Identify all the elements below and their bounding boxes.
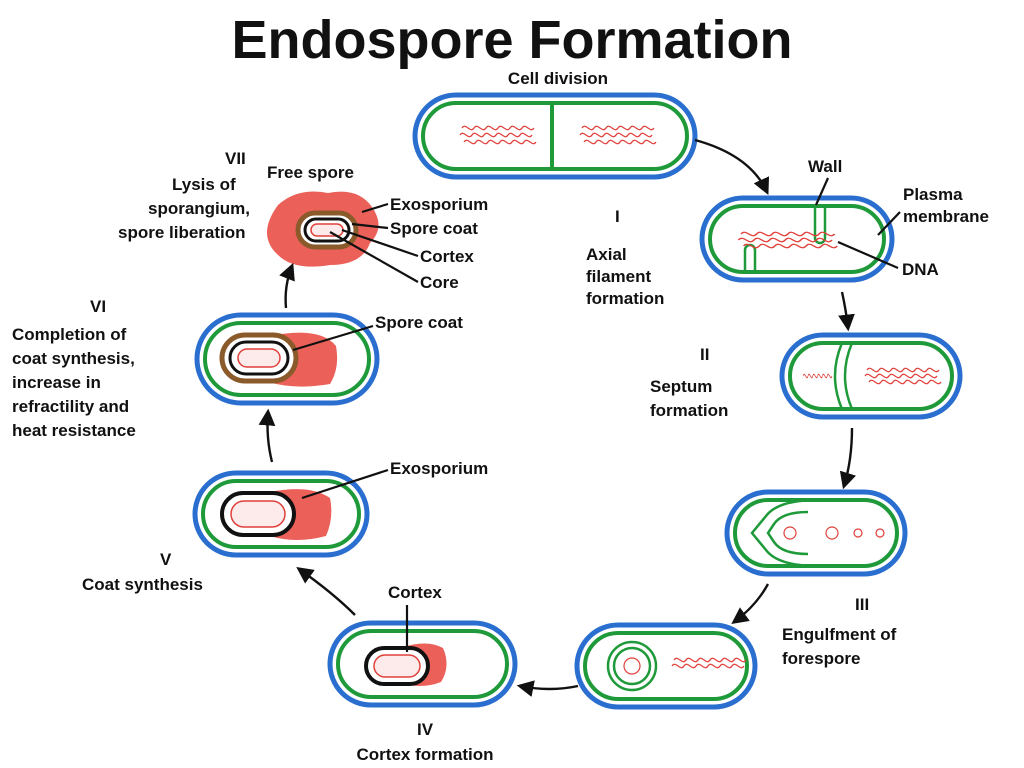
stage-iii-line-1: Engulfment of <box>782 625 897 644</box>
leader-dna <box>837 240 899 270</box>
arrow-iv-to-v <box>296 567 356 616</box>
cell-division-cell <box>412 92 698 180</box>
stage-ii-numeral: II <box>700 345 709 364</box>
stage-iv-numeral: IV <box>417 720 434 739</box>
arrow-vi-to-vii <box>279 262 295 309</box>
stage-v-numeral: V <box>160 550 172 569</box>
stage-iii-line-2: forespore <box>782 649 860 668</box>
arrow-i-to-ii <box>838 291 855 332</box>
stage-iv-cell <box>327 620 518 708</box>
stage-vi-line-1: Completion of <box>12 325 127 344</box>
stage-vii-line-3: spore liberation <box>118 223 246 242</box>
stage-i-numeral: I <box>615 207 620 226</box>
label-free-spore: Free spore <box>267 163 354 182</box>
leader-cortex-vii <box>341 228 419 258</box>
stage-v-line-1: Coat synthesis <box>82 575 203 594</box>
stage-i-line-1: Axial <box>586 245 627 264</box>
stage-vi-numeral: VI <box>90 297 106 316</box>
stage-iii-numeral: III <box>855 595 869 614</box>
label-spore-coat-vi: Spore coat <box>375 313 463 332</box>
free-spore <box>267 191 379 267</box>
stage-vi-line-2: coat synthesis, <box>12 349 135 368</box>
stage-vi-line-3: increase in <box>12 373 101 392</box>
arrow-division-to-i <box>694 138 770 196</box>
stage-vi-line-4: refractility and <box>12 397 129 416</box>
stage-i-cell <box>699 195 895 283</box>
engulfment-cell <box>724 489 908 577</box>
stage-vii-numeral: VII <box>225 149 246 168</box>
stage-iv-line-1: Cortex formation <box>357 745 494 764</box>
label-membrane: membrane <box>903 207 989 226</box>
label-wall: Wall <box>808 157 842 176</box>
label-exosporium-v: Exosporium <box>390 459 488 478</box>
label-core-vii: Core <box>420 273 459 292</box>
stage-ii-line-2: formation <box>650 401 728 420</box>
arrow-ii-to-engulf <box>839 427 856 490</box>
page-title: Endospore Formation <box>231 10 792 70</box>
label-spore-coat-vii: Spore coat <box>390 219 478 238</box>
leader-spore-coat-vi <box>292 324 374 352</box>
leader-plasma <box>877 211 901 236</box>
stage-vi-cell <box>194 312 380 406</box>
leader-exosporium-v <box>301 468 389 500</box>
stage-v-cell <box>192 470 370 558</box>
leader-exosporium-vii <box>361 202 389 214</box>
leader-spore-coat-vii <box>351 222 389 230</box>
leader-core-vii <box>329 231 419 283</box>
label-plasma: Plasma <box>903 185 963 204</box>
stage-vii-line-1: Lysis of <box>172 175 236 194</box>
arrow-v-to-vi <box>258 408 276 463</box>
arrow-iii-to-iv <box>516 680 579 697</box>
label-exosporium-vii: Exosporium <box>390 195 488 214</box>
label-cortex-iv: Cortex <box>388 583 442 602</box>
leader-wall <box>814 177 830 206</box>
label-dna: DNA <box>902 260 939 279</box>
stage-i-line-3: formation <box>586 289 664 308</box>
arrow-engulf-to-iii <box>731 583 770 624</box>
stage-ii-line-1: Septum <box>650 377 712 396</box>
stage-i-line-2: filament <box>586 267 652 286</box>
label-cell-division: Cell division <box>508 69 608 88</box>
stage-vi-line-5: heat resistance <box>12 421 136 440</box>
stage-iii-cell <box>574 622 758 710</box>
stage-ii-cell <box>779 332 963 420</box>
stage-vii-line-2: sporangium, <box>148 199 250 218</box>
label-cortex-vii: Cortex <box>420 247 474 266</box>
